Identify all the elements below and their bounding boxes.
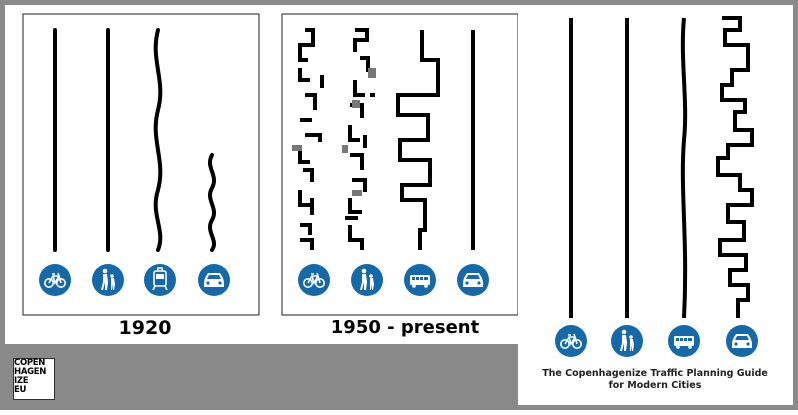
- panel-1920: [22, 13, 260, 316]
- logo-line: COPEN: [14, 358, 46, 368]
- tram-icon: [143, 263, 177, 297]
- caption-1950-present: 1950 - present: [330, 317, 480, 338]
- guide-title: The Copenhagenize Traffic Planning Guide…: [520, 368, 790, 392]
- car-route-maze: [716, 16, 754, 318]
- panel-1950-present: [281, 13, 519, 316]
- tram-route-wavy: [153, 28, 163, 252]
- bicycle-icon: [297, 263, 331, 297]
- logo-line: EU: [14, 385, 27, 395]
- caption-1920: 1920: [118, 317, 172, 339]
- pedestrian-icon: [611, 325, 643, 357]
- guide-title-line2: for Modern Cities: [608, 380, 702, 391]
- pedestrian-icon: [351, 264, 383, 296]
- bike-route-fragmented: [298, 28, 324, 250]
- guide-title-line1: The Copenhagenize Traffic Planning Guide: [542, 368, 768, 379]
- bicycle-icon: [38, 263, 72, 297]
- logo-line: IZE: [14, 376, 29, 386]
- bus-icon: [668, 325, 700, 357]
- copenhagenize-logo: COPEN HAGEN IZE EU: [13, 358, 55, 400]
- bus-icon: [404, 264, 436, 296]
- bus-route: [396, 30, 440, 250]
- bicycle-icon: [554, 324, 588, 358]
- logo-line: HAGEN: [14, 367, 47, 377]
- bus-route-smooth: [680, 17, 688, 319]
- car-icon: [198, 264, 230, 296]
- panel-guide: [518, 5, 793, 405]
- car-icon: [726, 325, 758, 357]
- pedestrian-icon: [92, 264, 124, 296]
- car-icon: [457, 264, 489, 296]
- car-route-wavy: [208, 153, 216, 252]
- walk-route-fragmented: [345, 28, 375, 250]
